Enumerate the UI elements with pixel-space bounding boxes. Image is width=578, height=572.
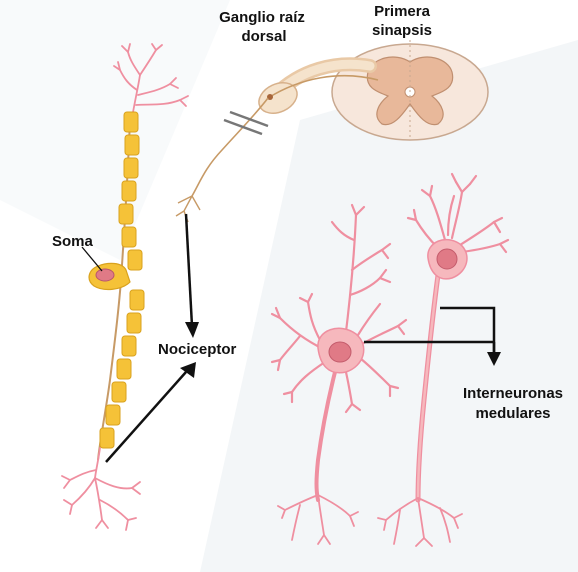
label-ganglion-line1: Ganglio raíz — [219, 9, 305, 26]
label-interneurons-line1: Interneuronas — [463, 385, 563, 402]
peripheral-afferent-fibre — [176, 98, 268, 222]
arrow-fibre-to-nociceptor — [186, 214, 192, 326]
background-facet — [0, 0, 230, 260]
spinal-cord-section — [332, 40, 488, 140]
label-nociceptor: Nociceptor — [158, 341, 237, 358]
label-ganglion-line2: dorsal — [241, 28, 286, 45]
label-interneurons-line2: medulares — [475, 405, 550, 422]
arrowhead — [185, 322, 199, 338]
label-soma: Soma — [52, 233, 94, 250]
soma-pointer — [82, 247, 102, 271]
free-nerve-endings — [62, 448, 140, 530]
soma-nucleus — [96, 269, 114, 281]
label-synapse-line1: Primera — [374, 3, 431, 20]
label-synapse-line2: sinapsis — [372, 22, 432, 39]
